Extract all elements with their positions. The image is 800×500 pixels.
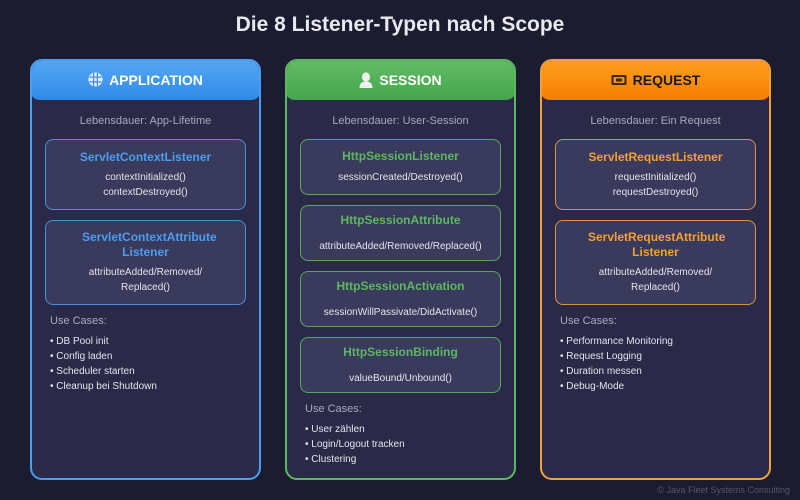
user-icon [359,71,373,88]
column-title: SESSION [379,71,442,88]
listener-methods: attributeAdded/Removed/Replaced() [319,240,482,252]
listener-box: ServletRequestAttribute Listener attribu… [555,220,756,305]
listener-name: ServletContextAttribute Listener [82,230,217,259]
use-case-item: • Login/Logout tracken [305,439,405,450]
use-case-item: • Request Logging [560,351,642,362]
method: attributeAdded/Removed/ [88,267,203,278]
listener-box: HttpSessionBinding valueBound/Unbound() [300,337,501,393]
listener-methods: sessionWillPassivate/DidActivate() [323,306,478,318]
listener-name: ServletRequestListener [588,149,723,164]
listener-methods: attributeAdded/Removed/ Replaced() [562,265,749,295]
column-header-application: APPLICATION [32,61,259,100]
lifetime-label: Lebensdauer: Ein Request [590,115,721,127]
use-cases-title: Use Cases: [560,315,617,327]
globe-icon [88,72,103,87]
listener-box: HttpSessionAttribute attributeAdded/Remo… [300,205,501,261]
listener-box: ServletContextListener contextInitialize… [45,139,246,210]
listener-name: HttpSessionAttribute [340,212,461,227]
use-cases: Use Cases: • DB Pool init • Config laden… [32,315,259,394]
ticket-icon [611,74,627,86]
column-title: REQUEST [632,71,701,88]
diagram-title: Die 8 Listener-Typen nach Scope [235,13,565,36]
method: requestInitialized() [614,171,697,183]
listener-box: HttpSessionActivation sessionWillPassiva… [300,271,501,327]
column-header-request: REQUEST [542,61,769,100]
use-case-item: • Performance Monitoring [560,336,673,347]
column-title: APPLICATION [109,71,203,88]
listener-methods: contextInitialized() contextDestroyed() [52,170,239,200]
use-cases-title: Use Cases: [305,403,362,415]
use-case-item: • DB Pool init [50,336,109,347]
use-case-item: • Duration messen [560,366,642,377]
column-request: REQUEST Lebensdauer: Ein Request Servlet… [540,59,771,480]
listener-methods: requestInitialized() requestDestroyed() [562,170,749,200]
listener-box: HttpSessionListener sessionCreated/Destr… [300,139,501,195]
use-cases: Use Cases: • User zählen • Login/Logout … [287,403,514,467]
column-session: SESSION Lebensdauer: User-Session HttpSe… [285,59,516,480]
use-case-item: • Cleanup bei Shutdown [50,381,157,392]
use-case-item: • Config laden [50,351,113,362]
method: attributeAdded/Removed/ [598,267,713,278]
column-application: APPLICATION Lebensdauer: App-Lifetime Se… [30,59,261,480]
method: requestDestroyed() [612,186,699,198]
listener-name: HttpSessionActivation [336,278,465,293]
method: Replaced() [121,282,170,293]
method: contextInitialized() [105,171,186,183]
listener-name: HttpSessionListener [342,149,459,163]
lifetime-label: Lebensdauer: App-Lifetime [79,115,212,127]
listener-box: ServletContextAttribute Listener attribu… [45,220,246,305]
use-case-item: • Scheduler starten [50,366,135,377]
listener-methods: sessionCreated/Destroyed() [338,172,463,183]
listener-name: ServletContextListener [79,149,212,164]
copyright-footer: © Java Fleet Systems Consulting [657,485,790,495]
listener-methods: attributeAdded/Removed/ Replaced() [52,265,239,295]
method: contextDestroyed() [103,186,188,198]
use-case-item: • Debug-Mode [560,381,625,392]
use-case-item: • User zählen [305,424,365,435]
listener-box: ServletRequestListener requestInitialize… [555,139,756,210]
lifetime-label: Lebensdauer: User-Session [332,115,469,127]
column-header-session: SESSION [287,61,514,100]
listener-methods: valueBound/Unbound() [349,372,452,384]
method: Replaced() [631,282,680,293]
listener-name: HttpSessionBinding [343,344,458,359]
use-cases-title: Use Cases: [50,315,107,327]
use-case-item: • Clustering [305,454,357,465]
listener-name: ServletRequestAttribute Listener [588,230,726,259]
use-cases: Use Cases: • Performance Monitoring • Re… [542,315,769,394]
